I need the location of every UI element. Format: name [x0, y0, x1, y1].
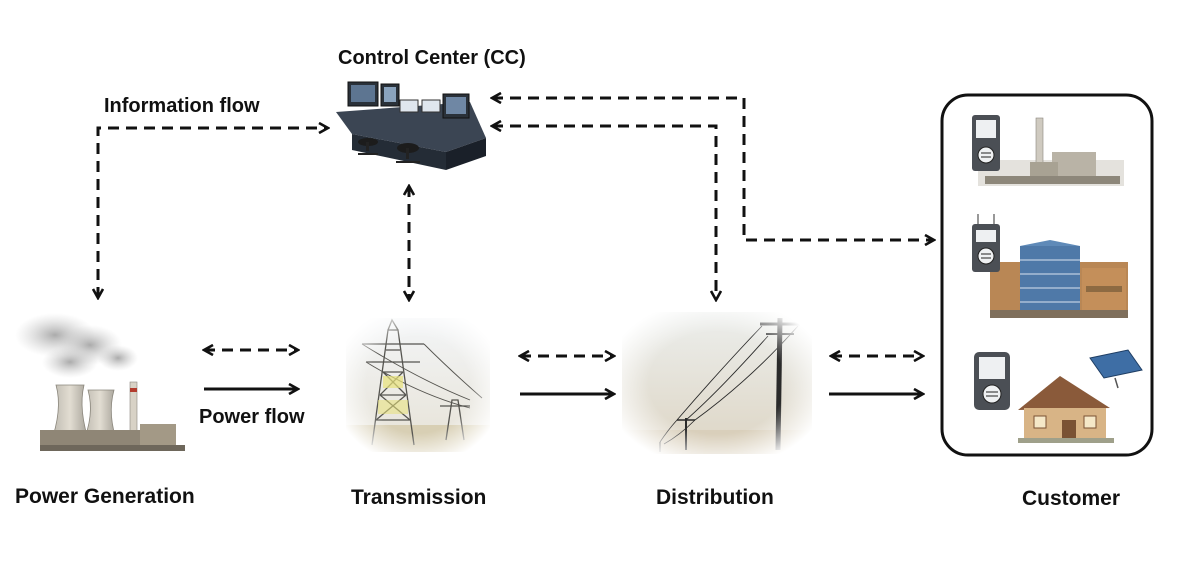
control-center-label: Control Center (CC) [338, 47, 526, 69]
arrows-group [98, 98, 934, 394]
industrial-plant-meter-icon [972, 115, 1124, 186]
power-generation-label: Power Generation [15, 485, 195, 508]
power-plant-icon [15, 313, 185, 451]
info-arrow-cc-distribution [492, 126, 716, 300]
info-arrow-cc-customer [492, 98, 934, 240]
transmission-tower-icon [346, 318, 490, 452]
utility-pole-icon [622, 312, 812, 454]
information-flow-label: Information flow [104, 95, 260, 117]
power-flow-label: Power flow [199, 406, 305, 428]
commercial-building-meter-icon [972, 214, 1128, 318]
transmission-label: Transmission [351, 486, 487, 509]
customer-box [940, 93, 1154, 457]
distribution-label: Distribution [656, 486, 774, 509]
customer-label: Customer [1022, 487, 1121, 510]
info-arrow-cc-generation [98, 128, 328, 298]
house-solar-meter-icon [974, 349, 1143, 443]
control-center-desk-icon [336, 81, 486, 170]
